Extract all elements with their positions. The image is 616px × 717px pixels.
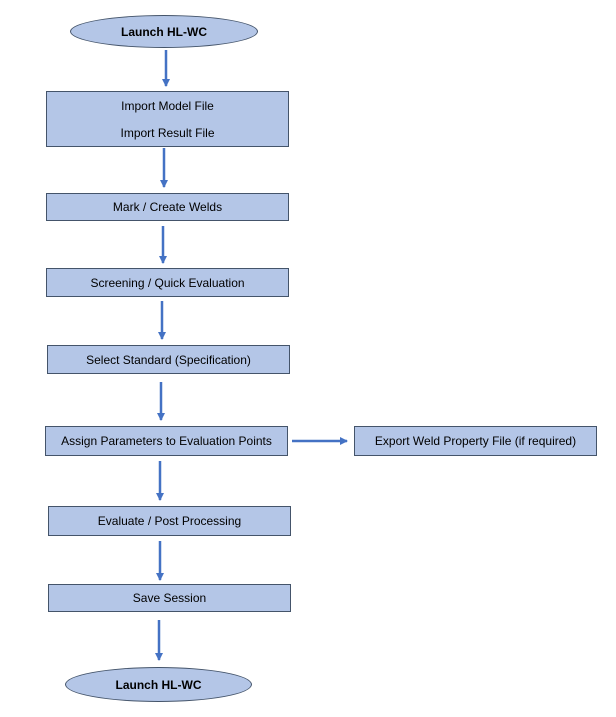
import-files-box: Import Model File Import Result File: [46, 91, 289, 147]
import-result-label: Import Result File: [120, 125, 215, 140]
assign-parameters-label: Assign Parameters to Evaluation Points: [61, 434, 272, 448]
assign-parameters-box: Assign Parameters to Evaluation Points: [45, 426, 288, 456]
screening-box: Screening / Quick Evaluation: [46, 268, 289, 297]
end-terminal: Launch HL-WC: [65, 667, 252, 702]
select-standard-box: Select Standard (Specification): [47, 345, 290, 374]
save-session-label: Save Session: [132, 591, 207, 605]
evaluate-box: Evaluate / Post Processing: [48, 506, 291, 536]
screening-label: Screening / Quick Evaluation: [90, 275, 245, 290]
end-label: Launch HL-WC: [115, 677, 202, 692]
mark-welds-box: Mark / Create Welds: [46, 193, 289, 221]
save-session-box: Save Session: [48, 584, 291, 612]
export-property-box: Export Weld Property File (if required): [354, 426, 597, 456]
import-model-label: Import Model File: [121, 98, 214, 113]
mark-welds-label: Mark / Create Welds: [112, 200, 223, 214]
export-property-label: Export Weld Property File (if required): [374, 434, 577, 448]
evaluate-label: Evaluate / Post Processing: [97, 514, 242, 528]
start-terminal: Launch HL-WC: [70, 15, 258, 48]
start-label: Launch HL-WC: [121, 24, 207, 39]
select-standard-label: Select Standard (Specification): [86, 352, 251, 367]
